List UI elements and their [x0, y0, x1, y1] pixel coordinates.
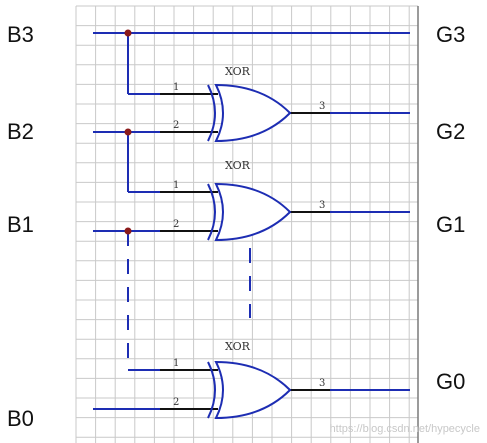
xor-extra-curve	[207, 84, 216, 142]
gate-pin-2-label: 2	[173, 397, 179, 408]
xor-body	[214, 83, 292, 143]
xor-gate-2: XOR 1 2 3	[160, 159, 330, 242]
gate-title: XOR	[225, 159, 251, 172]
output-label-g0: G0	[436, 369, 466, 394]
junction-dot-b3	[124, 29, 132, 37]
input-label-b3: B3	[7, 22, 34, 47]
input-label-b0: B0	[7, 406, 34, 431]
gate-pin-out-label: 3	[319, 378, 325, 389]
gate-title: XOR	[225, 65, 251, 78]
gate-pin-2-label: 2	[173, 219, 179, 230]
input-label-b1: B1	[7, 212, 34, 237]
xor-body	[214, 360, 292, 420]
xor-gate-3: XOR 1 2 3	[160, 340, 330, 420]
output-label-g1: G1	[436, 212, 466, 237]
watermark: https://blog.csdn.net/hypecycle	[330, 423, 480, 435]
xor-gate-1: XOR 1 2 3	[160, 65, 330, 143]
gate-pin-1-label: 1	[173, 82, 179, 93]
gate-pin-1-label: 1	[173, 358, 179, 369]
gate-pin-out-label: 3	[319, 200, 325, 211]
xor-body	[214, 182, 292, 242]
junctions	[124, 29, 132, 235]
xor-gates: XOR 1 2 3 XOR 1 2 3	[160, 65, 330, 420]
gate-pin-1-label: 1	[173, 180, 179, 191]
gate-pin-2-label: 2	[173, 120, 179, 131]
junction-dot-b1	[124, 227, 132, 235]
gate-title: XOR	[225, 340, 251, 353]
xor-extra-curve	[207, 361, 216, 419]
input-label-b2: B2	[7, 119, 34, 144]
gate-pin-out-label: 3	[319, 101, 325, 112]
xor-extra-curve	[207, 183, 216, 241]
junction-dot-b2	[124, 128, 132, 136]
output-label-g2: G2	[436, 119, 466, 144]
output-label-g3: G3	[436, 22, 466, 47]
